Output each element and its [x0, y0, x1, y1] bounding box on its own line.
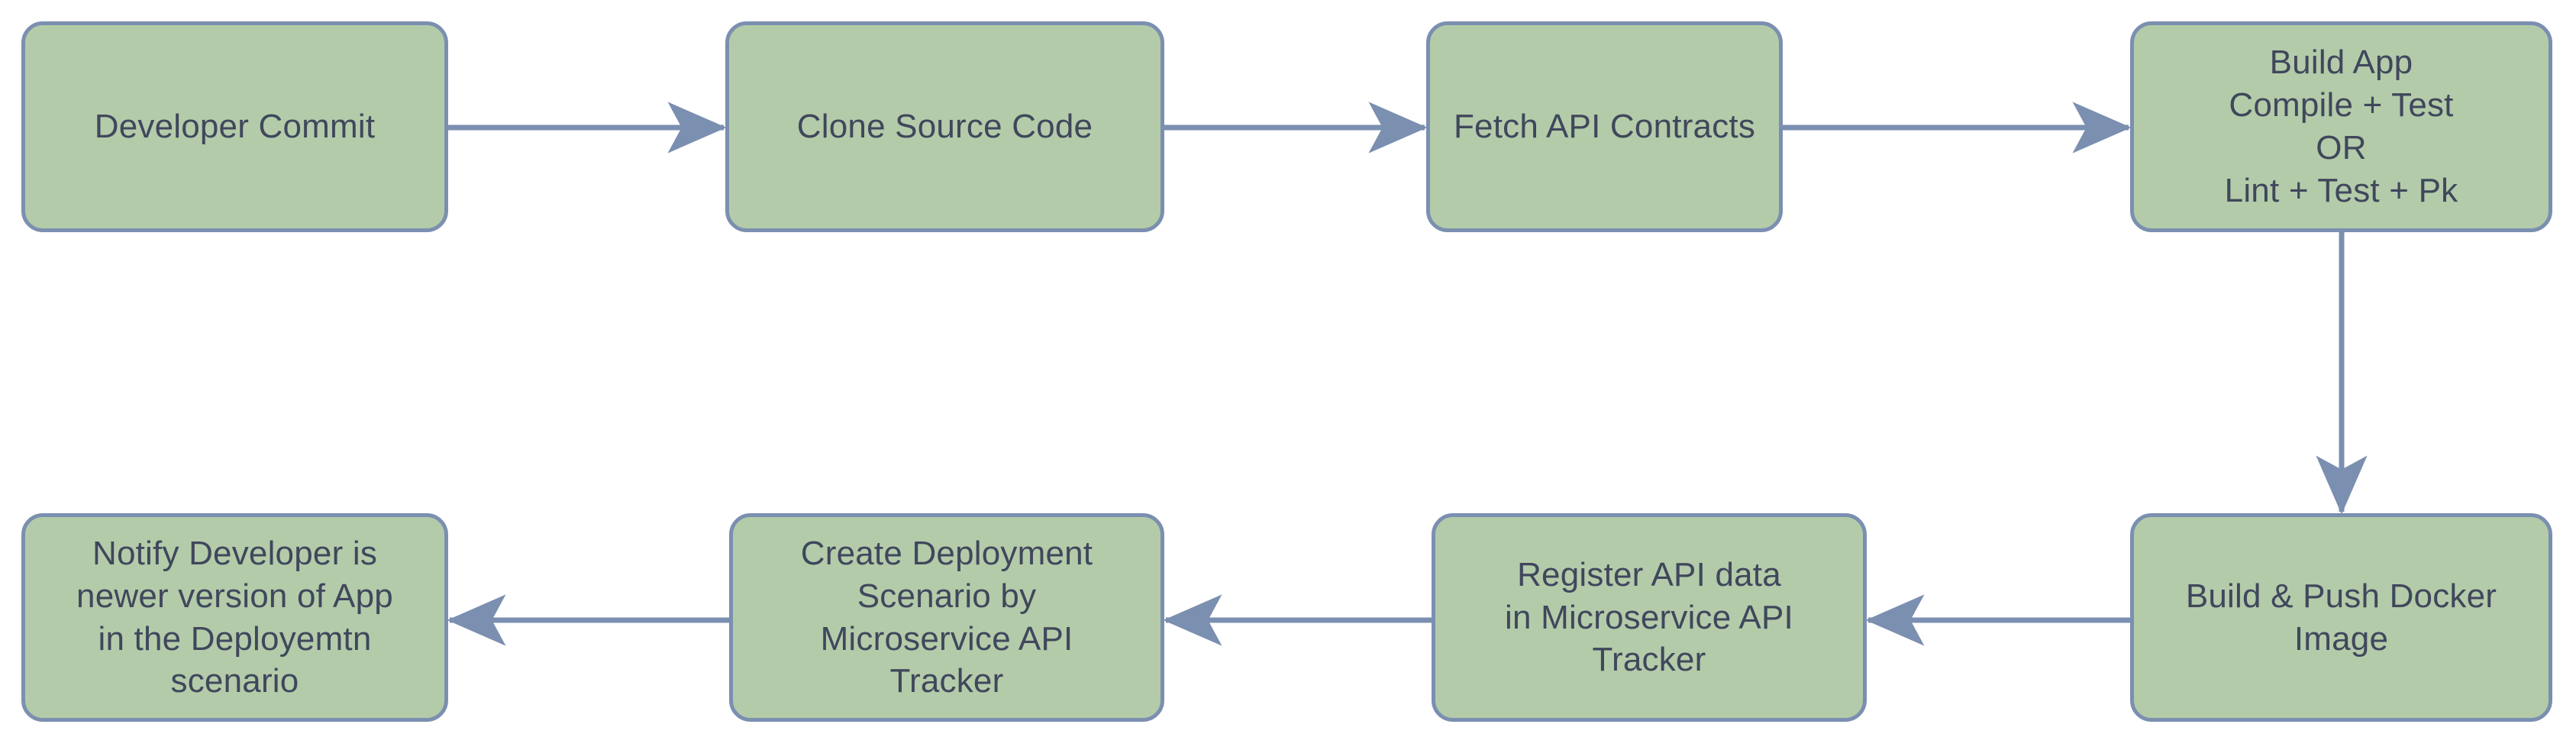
node-clone-source-code[interactable]: Clone Source Code [725, 21, 1164, 232]
node-label: Clone Source Code [796, 108, 1093, 146]
node-label: Developer Commit [94, 108, 376, 146]
node-fetch-api-contracts[interactable]: Fetch API Contracts [1426, 21, 1783, 232]
node-build-app[interactable]: Build App Compile + Test OR Lint + Test … [2130, 21, 2552, 232]
node-label: Create Deployment Scenario by Microservi… [800, 534, 1093, 700]
node-label: Build & Push Docker Image [2185, 577, 2497, 658]
node-label: Register API data in Microservice API Tr… [1505, 555, 1793, 679]
node-notify-developer[interactable]: Notify Developer is newer version of App… [21, 513, 448, 722]
node-label: Build App Compile + Test OR Lint + Test … [2224, 44, 2458, 209]
node-developer-commit[interactable]: Developer Commit [21, 21, 448, 232]
node-build-push-docker-image[interactable]: Build & Push Docker Image [2130, 513, 2552, 722]
node-create-deployment-scenario[interactable]: Create Deployment Scenario by Microservi… [729, 513, 1164, 722]
node-register-api-data[interactable]: Register API data in Microservice API Tr… [1432, 513, 1867, 722]
node-label: Fetch API Contracts [1453, 108, 1756, 146]
node-label: Notify Developer is newer version of App… [76, 534, 393, 700]
